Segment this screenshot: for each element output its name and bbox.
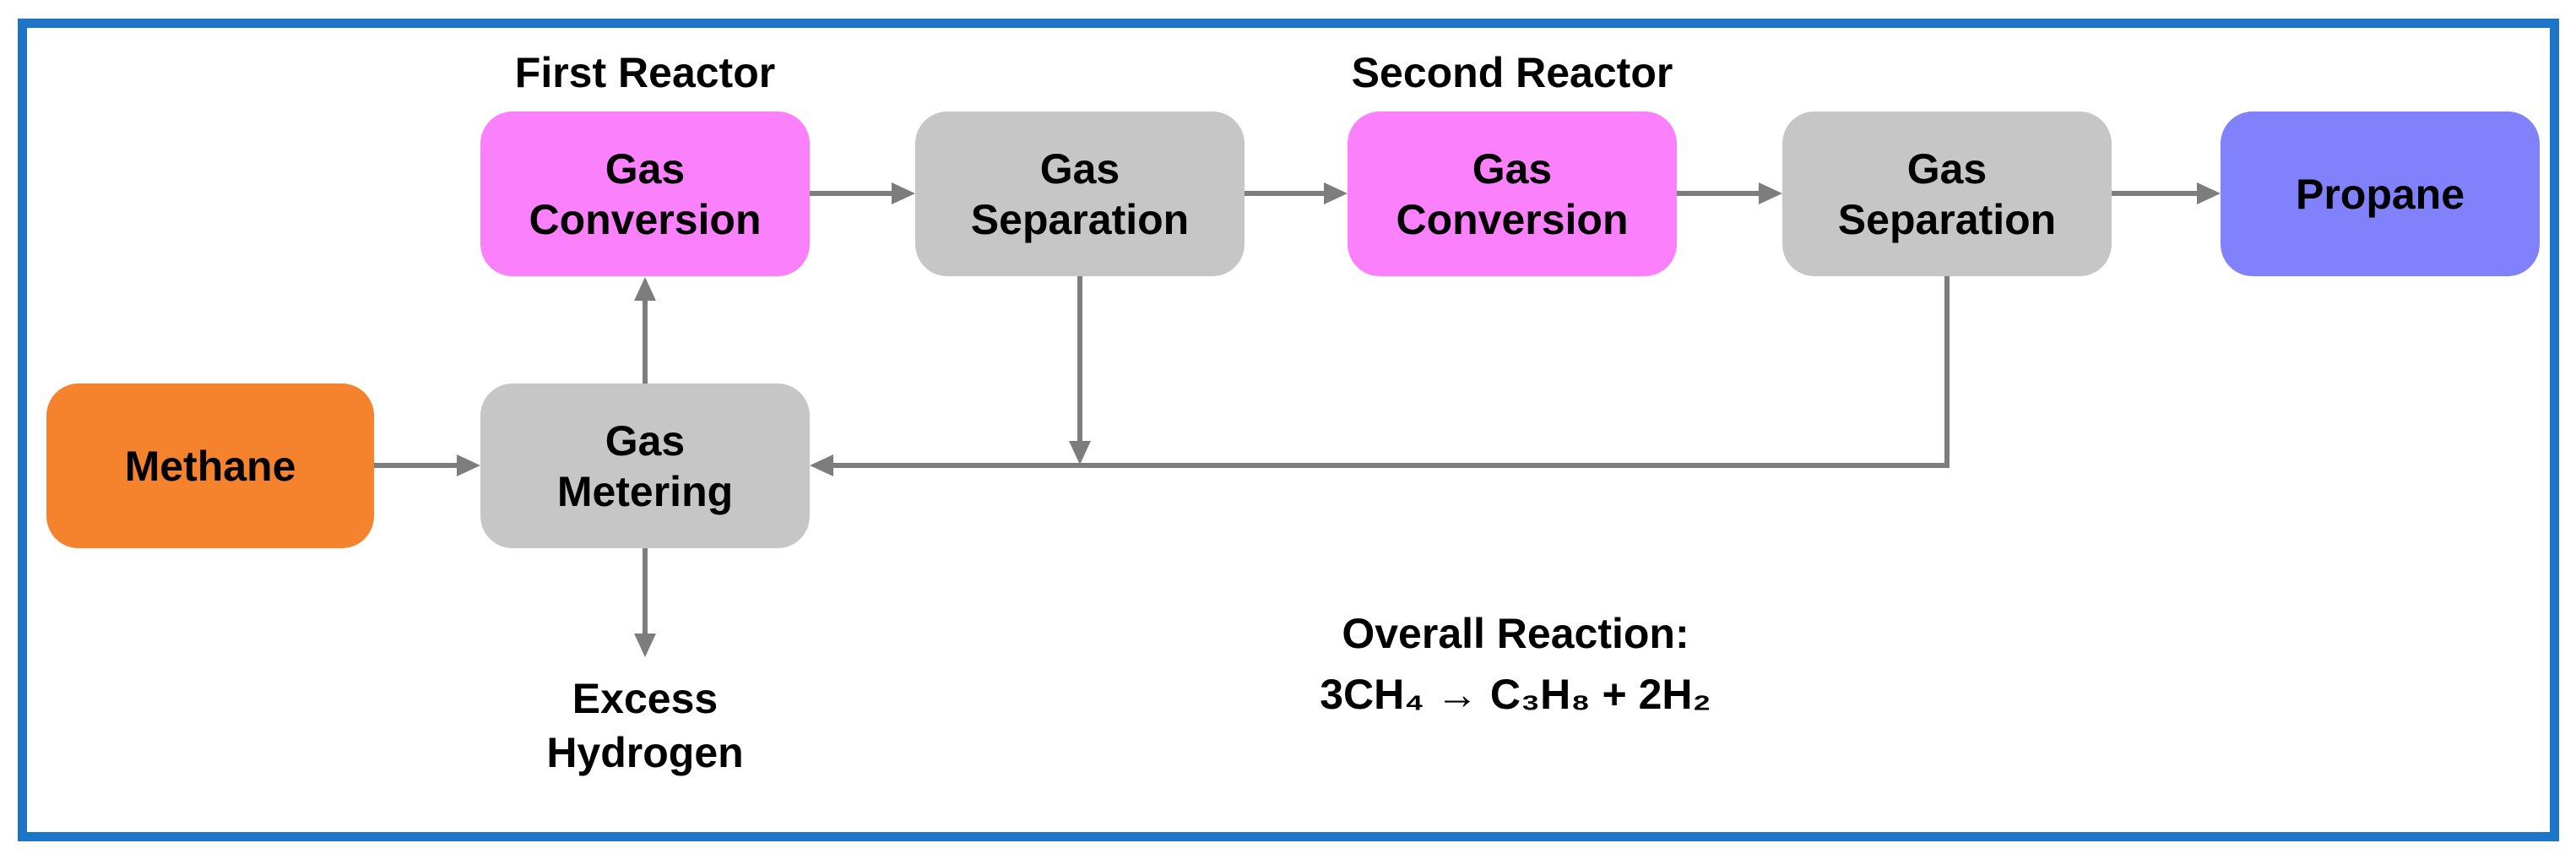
arrow-conversion2-to-separation2-head [1759, 182, 1782, 204]
label-excess-hydrogen: Excess Hydrogen [476, 672, 814, 780]
node-gas-separation-1-line2: Separation [970, 195, 1190, 243]
node-gas-metering-line2: Metering [556, 467, 734, 515]
node-gas-conversion-2: Gas Conversion [1348, 112, 1677, 276]
arrow-metering-to-excess-head [634, 634, 656, 657]
arrow-separation1-to-conversion2-head [1324, 182, 1348, 204]
arrow-separation2-recycle-vertical-line [1944, 276, 1950, 468]
node-propane-label: Propane [2295, 170, 2465, 218]
diagram-border [18, 19, 2559, 841]
node-gas-metering-line1: Gas [605, 416, 686, 465]
node-gas-separation-2-line1: Gas [1906, 144, 1988, 193]
arrow-separation2-to-propane-line [2112, 191, 2199, 196]
arrow-separation1-recycle-line [1077, 276, 1082, 442]
arrow-metering-to-excess-line [643, 548, 648, 634]
arrow-recycle-to-metering-head [810, 454, 833, 476]
node-gas-separation-2-line2: Separation [1837, 195, 2057, 243]
label-first-reactor: First Reactor [514, 49, 776, 96]
arrow-methane-to-metering-line [374, 463, 458, 468]
node-gas-conversion-1: Gas Conversion [480, 112, 810, 276]
label-second-reactor: Second Reactor [1351, 49, 1673, 96]
label-excess-line2: Hydrogen [546, 729, 744, 776]
arrow-metering-to-conversion1-head [634, 277, 656, 301]
node-methane: Methane [46, 383, 374, 548]
overall-reaction-title: Overall Reaction: [1342, 610, 1689, 657]
overall-reaction-formula: 3CH₄ → C₃H₈ + 2H₂ [1320, 671, 1711, 718]
arrow-conversion2-to-separation2-line [1677, 191, 1761, 196]
arrow-recycle-return-line [833, 463, 1950, 468]
node-gas-conversion-2-line2: Conversion [1396, 195, 1629, 243]
label-excess-line1: Excess [572, 675, 719, 722]
node-gas-conversion-2-line1: Gas [1472, 144, 1553, 193]
arrow-conversion1-to-separation1-head [892, 182, 915, 204]
node-methane-label: Methane [124, 442, 296, 490]
node-gas-separation-1: Gas Separation [915, 112, 1245, 276]
node-gas-conversion-1-line2: Conversion [529, 195, 762, 243]
arrow-conversion1-to-separation1-line [810, 191, 894, 196]
node-gas-conversion-1-line1: Gas [605, 144, 686, 193]
arrow-methane-to-metering-head [457, 454, 480, 476]
node-gas-separation-2: Gas Separation [1782, 112, 2112, 276]
arrow-metering-to-conversion1-line [643, 297, 648, 383]
arrow-separation1-recycle-head [1069, 441, 1091, 465]
arrow-separation2-to-propane-head [2197, 182, 2221, 204]
node-propane: Propane [2221, 112, 2540, 276]
node-gas-separation-1-line1: Gas [1039, 144, 1120, 193]
arrow-separation1-to-conversion2-line [1245, 191, 1326, 196]
node-gas-metering: Gas Metering [480, 383, 810, 548]
